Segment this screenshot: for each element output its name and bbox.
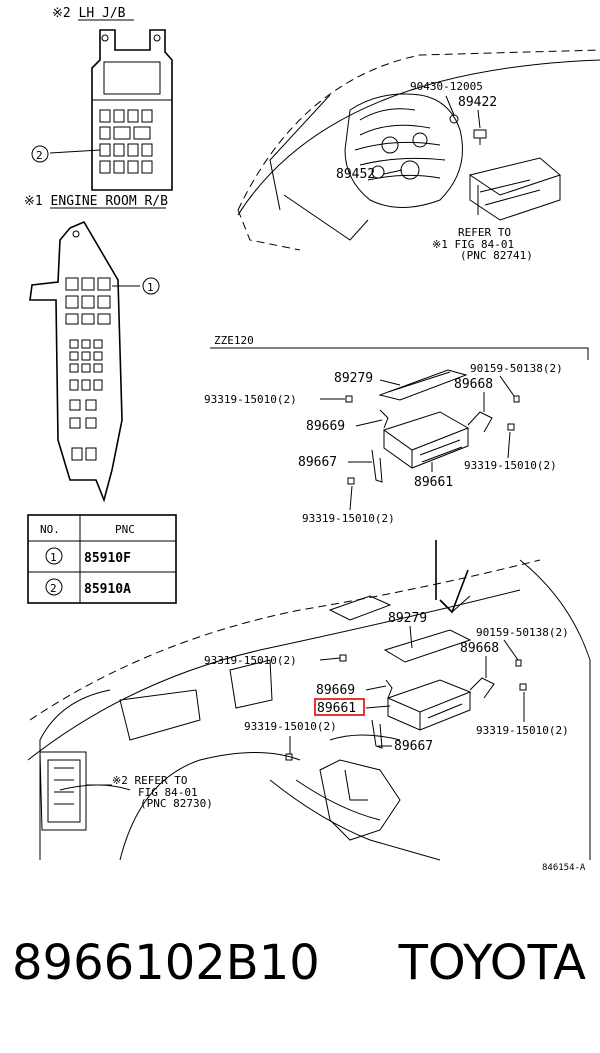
zze-label-89279: 89279 bbox=[334, 371, 373, 386]
zze-label-90159: 90159-50138(2) bbox=[470, 362, 563, 375]
engine-room-relay-block: ※1 ENGINE ROOM R/B bbox=[24, 194, 168, 503]
dash-label-89669: 89669 bbox=[316, 683, 355, 698]
pnc-table: NO. PNC 1 85910F 2 85910A bbox=[27, 514, 177, 604]
dash-label-89279: 89279 bbox=[388, 611, 427, 626]
zze-label-89667: 89667 bbox=[298, 455, 337, 470]
part-caption: 8966102B10 TOYOTA bbox=[0, 935, 600, 1015]
dash-label-89661: 89661 bbox=[317, 701, 356, 716]
dash-refer-line-1: ※2 REFER TO bbox=[112, 774, 187, 787]
zze120-label: ZZE120 bbox=[214, 334, 254, 347]
parts-diagram: ※2 LH J/B 2 ※1 ENGINE ROOM bbox=[24, 6, 600, 873]
table-row-2-no: 2 bbox=[50, 582, 57, 595]
zze120-inset: ZZE120 89279 90159-50138(2) 89668 93319-… bbox=[204, 334, 589, 525]
table-row-1-no: 1 bbox=[50, 551, 57, 564]
dashboard-view: 89279 90159-50138(2) 89668 93319-15010(2… bbox=[27, 540, 591, 861]
zze-label-89669: 89669 bbox=[306, 419, 345, 434]
table-row-1-pnc: 85910F bbox=[84, 551, 131, 566]
zze-label-89661: 89661 bbox=[414, 475, 453, 490]
dash-label-93319-b: 93319-15010(2) bbox=[244, 720, 337, 733]
dash-label-90159: 90159-50138(2) bbox=[476, 626, 569, 639]
engine-room-title: ※1 ENGINE ROOM R/B bbox=[24, 194, 168, 209]
brand-name: TOYOTA bbox=[398, 935, 586, 991]
table-row-2-pnc: 85910A bbox=[84, 582, 131, 597]
engine-refer-line-3: (PNC 82741) bbox=[460, 249, 533, 262]
dash-label-89667: 89667 bbox=[394, 739, 433, 754]
table-header-pnc: PNC bbox=[115, 523, 135, 536]
lh-junction-block: ※2 LH J/B 2 bbox=[31, 6, 173, 191]
dash-label-89668: 89668 bbox=[460, 641, 499, 656]
zze-label-93319-b: 93319-15010(2) bbox=[464, 459, 557, 472]
highlight-89661 bbox=[314, 698, 365, 716]
part-number: 8966102B10 bbox=[12, 935, 320, 991]
figure-code: 846154-A bbox=[542, 863, 586, 873]
label-90430-12005: 90430-12005 bbox=[410, 80, 483, 93]
dash-refer-line-3: (PNC 82730) bbox=[140, 797, 213, 810]
dash-refer-line-2: FIG 84-01 bbox=[138, 786, 198, 799]
dash-label-93319-c: 93319-15010(2) bbox=[476, 724, 569, 737]
engine-bay-view: 90430-12005 89422 89452 REFER TO ※1 FIG … bbox=[237, 49, 600, 262]
zze-label-93319-c: 93319-15010(2) bbox=[302, 512, 395, 525]
callout-1: 1 bbox=[147, 281, 154, 294]
label-89422: 89422 bbox=[458, 95, 497, 110]
table-header-no: NO. bbox=[40, 523, 60, 536]
engine-refer-line-1: REFER TO bbox=[458, 226, 511, 239]
lh-jb-title: ※2 LH J/B bbox=[52, 6, 126, 21]
zze-label-93319-a: 93319-15010(2) bbox=[204, 393, 297, 406]
engine-refer-line-2: ※1 FIG 84-01 bbox=[432, 238, 514, 251]
callout-2: 2 bbox=[36, 149, 43, 162]
zze-label-89668: 89668 bbox=[454, 377, 493, 392]
dash-label-93319-a: 93319-15010(2) bbox=[204, 654, 297, 667]
label-89452: 89452 bbox=[336, 167, 375, 182]
